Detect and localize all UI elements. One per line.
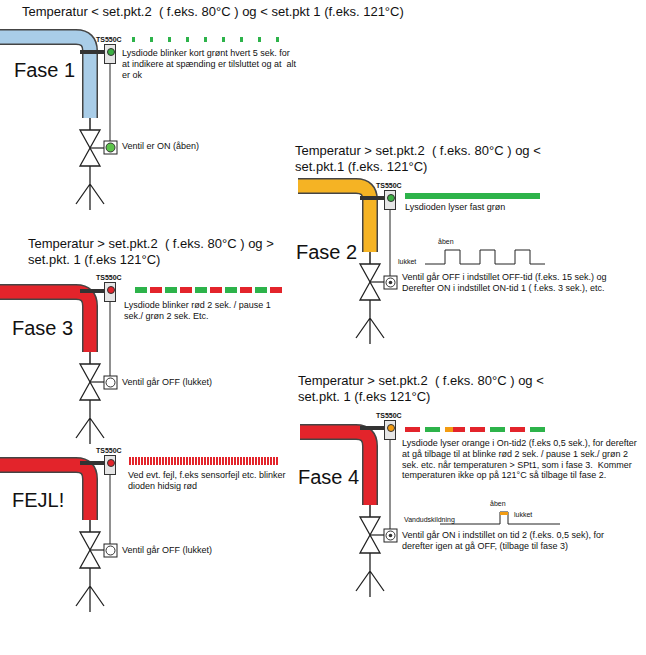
- valve-indicator: [104, 376, 117, 389]
- indicator-lamp: [106, 143, 115, 152]
- led-fast-red: [128, 457, 278, 465]
- led-sequence: [405, 427, 545, 432]
- clamp: [80, 461, 106, 465]
- phase-label: Fase 3: [12, 316, 73, 340]
- valve-indicator: [384, 276, 397, 289]
- valve-indicator: [104, 544, 117, 557]
- wave-label: lukket: [514, 511, 532, 519]
- wave-label: lukket: [398, 258, 416, 266]
- sensor-box: TS550C: [104, 282, 116, 302]
- clamp: [80, 289, 106, 293]
- wave-label: Vandudskildning: [404, 516, 455, 524]
- clamp: [360, 426, 386, 430]
- valve-note: Ventil går OFF (lukket): [122, 545, 212, 556]
- device-name: TS550C: [96, 36, 122, 44]
- pipe: [0, 292, 90, 352]
- indicator-dot: [389, 534, 393, 538]
- heading: Temperatur > set.pkt.2 ( f.eks. 80°C ) o…: [28, 236, 283, 267]
- led-note: Lysdiode blinker rød 2 sek. / pause 1 se…: [124, 300, 289, 322]
- clamp: [80, 50, 106, 54]
- led-steady-green: [405, 193, 540, 199]
- wave-label: åben: [490, 500, 506, 508]
- sensor-box: TS550C: [104, 455, 116, 475]
- device-name: TS550C: [376, 412, 402, 420]
- device-name: TS550C: [96, 274, 122, 282]
- heading: Temperatur > set.pkt.2 ( f.eks. 80°C ) o…: [298, 373, 558, 404]
- cable: [110, 302, 111, 376]
- cable: [390, 440, 391, 529]
- sensor-box: TS550C: [104, 44, 116, 64]
- sensor-box: TS550C: [384, 190, 396, 210]
- valve-pulse: [440, 512, 560, 524]
- indicator-dot: [389, 281, 393, 285]
- led-note: Lysdioden lyser fast grøn: [405, 202, 505, 213]
- status-led: [387, 424, 395, 432]
- led-note: Ved evt. fejl, f.eks sensorfejl etc. bli…: [128, 470, 288, 492]
- led-note: Lysdiode lyser orange i On-tid2 (f.eks 0…: [402, 438, 637, 481]
- status-led: [387, 194, 395, 202]
- pulse-marker: [500, 512, 508, 515]
- valve-note: Ventil er ON (åben): [122, 141, 199, 152]
- indicator-lamp: [106, 378, 115, 387]
- phase-label: Fase 1: [14, 58, 75, 82]
- heading: Temperatur < set.pkt.2 ( f.eks. 80°C ) o…: [22, 4, 404, 20]
- phase-label: Fase 4: [298, 465, 359, 489]
- indicator-lamp: [106, 546, 115, 555]
- led-blink-green: [132, 37, 279, 42]
- cable: [110, 64, 111, 141]
- phase-label: Fase 2: [296, 240, 357, 264]
- indicator-lamp: [386, 278, 395, 287]
- valve-indicator: [104, 141, 117, 154]
- heading: Temperatur > set.pkt.2 ( f.eks. 80°C ) o…: [295, 143, 550, 174]
- phase-label: FEJL!: [12, 488, 64, 512]
- device-name: TS550C: [376, 182, 402, 190]
- sensor-box: TS550C: [384, 420, 396, 440]
- valve-note: Ventil går ON i indstillet on tid 2 (f.e…: [402, 530, 637, 552]
- valve-note: Ventil går OFF (lukket): [122, 377, 212, 388]
- led-blink-red-green: [132, 287, 282, 293]
- cable: [390, 210, 391, 276]
- clamp: [360, 196, 386, 200]
- wave-label: åben: [438, 238, 454, 246]
- valve-indicator: [384, 529, 397, 542]
- status-led: [107, 48, 115, 56]
- indicator-lamp: [386, 531, 395, 540]
- pipe: [0, 37, 90, 118]
- device-name: TS550C: [96, 447, 122, 455]
- status-led: [107, 459, 115, 467]
- valve-timing-wave: [425, 250, 545, 264]
- status-led: [107, 286, 115, 294]
- cable: [110, 475, 111, 544]
- led-note: Lysdiode blinker kort grønt hvert 5 sek.…: [122, 48, 297, 80]
- pipe: [0, 465, 90, 520]
- valve-note: Ventil går OFF i indstillet OFF-tid (f.e…: [402, 272, 637, 294]
